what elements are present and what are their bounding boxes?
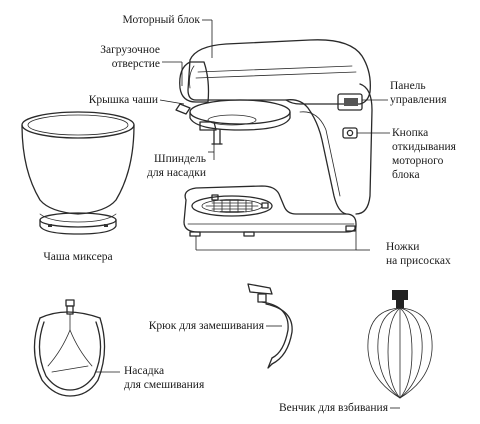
tilt-button-label-line-1: Кнопка [392, 127, 429, 139]
mixer-bowl-label: Чаша миксера [43, 251, 113, 263]
bowl-lid-label: Крышка чаши [88, 94, 158, 106]
mixing-beater-label-line-2: для смешивания [124, 379, 205, 391]
spindle-label: Шпиндель для насадки [130, 152, 206, 180]
spindle-label-line-2: для насадки [147, 167, 206, 179]
whisk-label: Венчик для взбивания [278, 402, 388, 414]
tilt-button-label-line-3: моторного [392, 155, 444, 167]
control-panel-label: Панель управления [390, 79, 446, 107]
tilt-button-label: Кнопка откидывания моторного блока [392, 126, 456, 182]
motor-block-label: Моторный блок [122, 14, 200, 26]
dough-hook-illustration [247, 283, 293, 369]
spindle-label-line-1: Шпиндель [153, 153, 206, 165]
tilt-button-label-line-4: блока [392, 169, 420, 181]
suction-feet-label: Ножки на присосках [386, 240, 451, 268]
loading-hole-label: Загрузочное отверстие [82, 43, 160, 71]
suction-feet-label-line-1: Ножки [386, 241, 420, 253]
mixing-beater-illustration [33, 299, 106, 397]
control-panel-label-line-2: управления [390, 94, 447, 106]
mixer-illustration [175, 39, 373, 237]
tilt-button-label-line-2: откидывания [392, 141, 456, 153]
loading-hole-label-line-1: Загрузочное [100, 44, 160, 56]
whisk-illustration [367, 290, 433, 399]
leader-lines [96, 19, 400, 409]
mixing-beater-label: Насадка для смешивания [124, 364, 204, 392]
bowl-illustration [21, 111, 135, 235]
dough-hook-label: Крюк для замешивания [148, 320, 264, 332]
suction-feet-label-line-2: на присосках [386, 255, 451, 267]
loading-hole-label-line-2: отверстие [111, 58, 160, 70]
mixing-beater-label-line-1: Насадка [124, 365, 165, 377]
control-panel-label-line-1: Панель [390, 80, 426, 92]
